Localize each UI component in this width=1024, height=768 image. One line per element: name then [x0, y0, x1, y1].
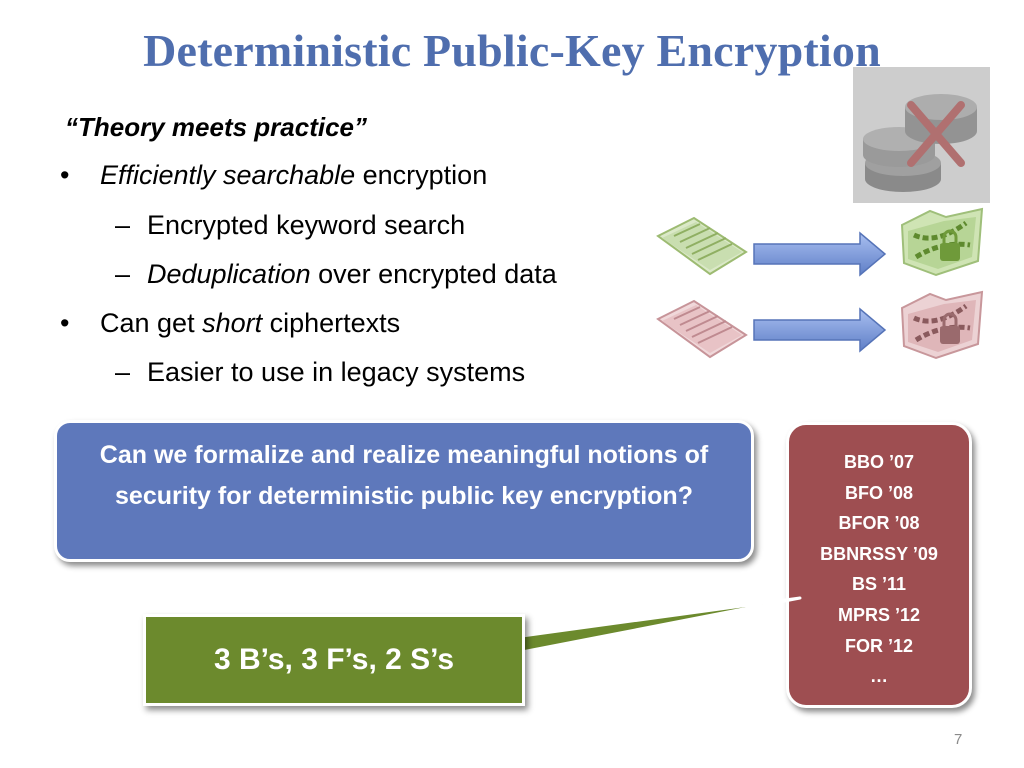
reference-item: … [870, 666, 888, 687]
bullet-searchable-encryption: • Efficiently searchable encryption [60, 160, 487, 191]
bullet-marker: • [60, 160, 70, 190]
pink-document-icon [656, 299, 748, 359]
bullet-text: ciphertexts [262, 308, 401, 338]
subbullet-text: Encrypted keyword search [147, 210, 466, 240]
subbullet-marker: – [115, 210, 131, 240]
bullet-short-ciphertexts: • Can get short ciphertexts [60, 308, 400, 339]
green-document-icon [656, 216, 748, 276]
reference-item: BS ’11 [851, 574, 907, 595]
subbullet-text: Easier to use in legacy systems [147, 357, 526, 387]
reference-item: MPRS ’12 [837, 604, 921, 625]
reference-item: BFOR ’08 [838, 513, 920, 534]
count-callout: 3 B’s, 3 F’s, 2 S’s [143, 614, 525, 706]
bullet-text-before: Can get [100, 308, 203, 338]
count-text: 3 B’s, 3 F’s, 2 S’s [213, 643, 455, 676]
bullet-italic-text: Efficiently searchable [100, 160, 356, 190]
coins-image [853, 67, 990, 203]
subbullet-deduplication: –Deduplication over encrypted data [115, 259, 557, 290]
subtitle: “Theory meets practice” [65, 112, 368, 142]
bullet-text: encryption [355, 160, 488, 190]
subbullet-keyword-search: –Encrypted keyword search [115, 210, 465, 241]
reference-item: BBNRSSY ’09 [820, 543, 938, 564]
locked-green-folder-icon [900, 207, 984, 277]
arrow-right-icon [753, 307, 887, 353]
question-callout: Can we formalize and realize meaningful … [54, 420, 754, 562]
slide-title: Deterministic Public-Key Encryption [143, 25, 881, 76]
subbullet-marker: – [115, 357, 131, 387]
question-text: Can we formalize and realize meaningful … [99, 441, 709, 510]
references-box: BBO ’07 BFO ’08 BFOR ’08 BBNRSSY ’09 BS … [786, 422, 972, 708]
bullet-marker: • [60, 308, 70, 338]
subbullet-italic-text: Deduplication [147, 259, 311, 289]
locked-pink-folder-icon [900, 290, 984, 360]
reference-item: FOR ’12 [844, 635, 914, 656]
subbullet-legacy-systems: –Easier to use in legacy systems [115, 357, 525, 388]
reference-item: BBO ’07 [843, 452, 915, 472]
page-number: 7 [954, 731, 963, 748]
subbullet-marker: – [115, 259, 131, 289]
bullet-italic-text: short [202, 308, 263, 338]
reference-item: BFO ’08 [844, 482, 914, 503]
arrow-right-icon [753, 231, 887, 277]
stacked-coins-crossed-icon [863, 94, 977, 192]
subbullet-text: over encrypted data [310, 259, 557, 289]
